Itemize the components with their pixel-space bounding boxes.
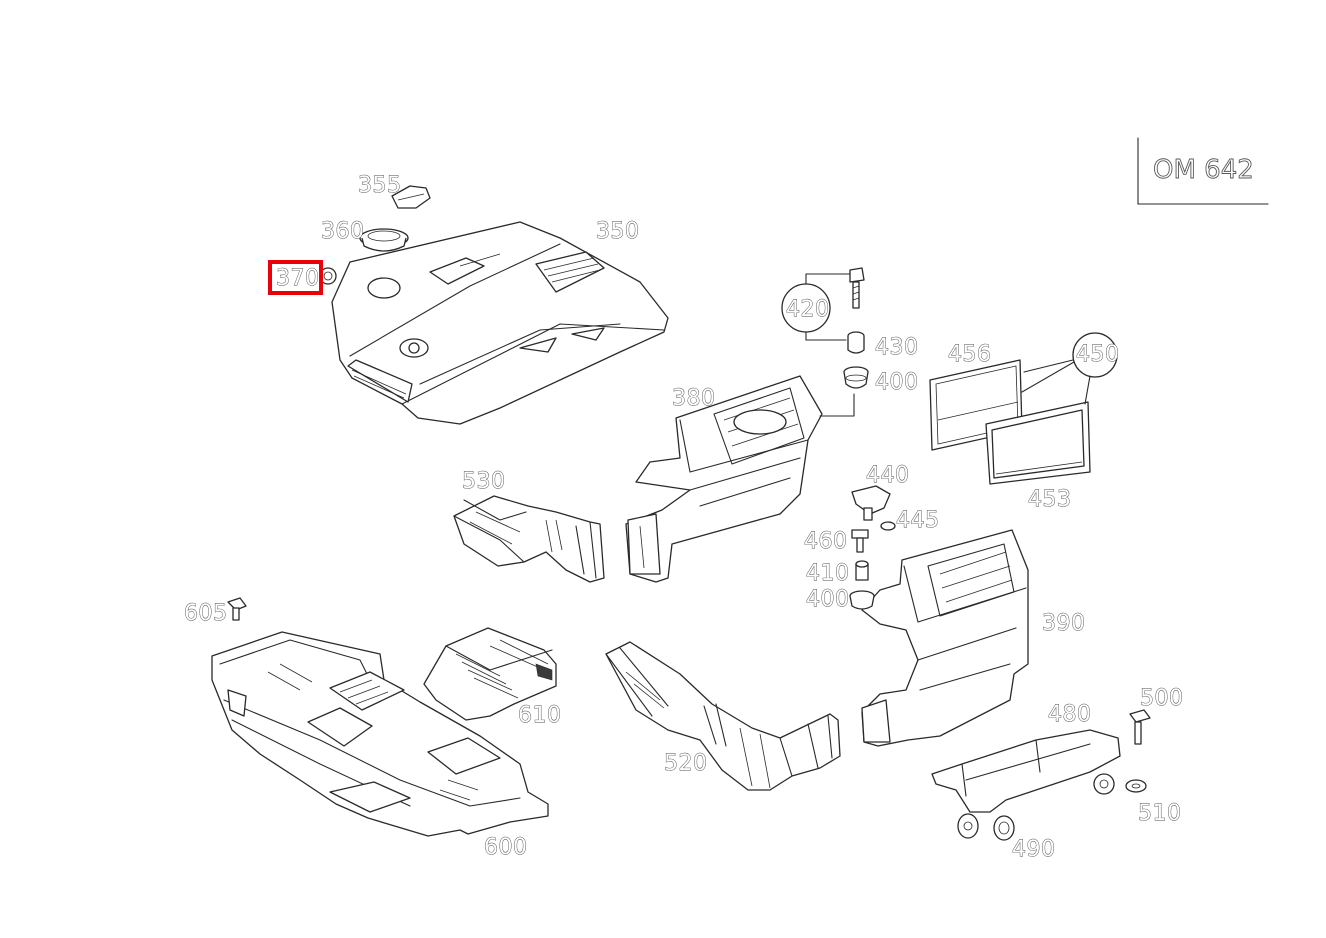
- label-460[interactable]: 460: [804, 529, 848, 555]
- rubber-mount-400-upper[interactable]: [819, 366, 869, 417]
- oil-cap-355[interactable]: [391, 185, 431, 209]
- label-490[interactable]: 490: [1012, 837, 1056, 863]
- label-380[interactable]: 380: [672, 386, 716, 412]
- label-480[interactable]: 480: [1048, 702, 1092, 728]
- label-370[interactable]: 370: [276, 266, 320, 292]
- label-350[interactable]: 350: [596, 219, 640, 245]
- label-520[interactable]: 520: [664, 751, 708, 777]
- engine-code: OM 642: [1153, 155, 1254, 185]
- label-456[interactable]: 456: [948, 342, 992, 368]
- label-355[interactable]: 355: [358, 173, 402, 199]
- highlight-box: [268, 260, 323, 295]
- grommet-490[interactable]: [993, 815, 1015, 841]
- spacer-410[interactable]: [855, 560, 869, 581]
- air-filter-housing-380[interactable]: [625, 375, 823, 583]
- sensor-440[interactable]: [851, 485, 891, 521]
- bolt-500[interactable]: [1129, 709, 1151, 745]
- bolt-460[interactable]: [851, 529, 869, 553]
- rubber-mount-400-lower[interactable]: [849, 590, 875, 610]
- label-610[interactable]: 610: [518, 703, 562, 729]
- label-450[interactable]: 450: [1076, 342, 1120, 368]
- label-360[interactable]: 360: [321, 219, 365, 245]
- intake-duct-530[interactable]: [453, 495, 605, 583]
- label-453[interactable]: 453: [1028, 487, 1072, 513]
- label-390[interactable]: 390: [1042, 611, 1086, 637]
- label-420[interactable]: 420: [786, 297, 830, 323]
- engine-code-box: OM 642: [1137, 137, 1269, 205]
- label-410[interactable]: 410: [806, 561, 850, 587]
- intake-duct-520[interactable]: [605, 641, 841, 791]
- label-400-upper[interactable]: 400: [875, 370, 919, 396]
- grommet-360[interactable]: [359, 228, 409, 252]
- label-445[interactable]: 445: [896, 508, 940, 534]
- filter-set-450[interactable]: [1021, 332, 1118, 405]
- o-ring-445[interactable]: [880, 521, 896, 531]
- label-605[interactable]: 605: [184, 601, 228, 627]
- washer-510[interactable]: [1125, 779, 1147, 793]
- bushing-430[interactable]: [847, 331, 865, 354]
- bracket-480[interactable]: [931, 729, 1121, 839]
- label-430[interactable]: 430: [875, 335, 919, 361]
- air-duct-panel-600[interactable]: [211, 631, 549, 837]
- bolt-group-420[interactable]: [781, 267, 865, 341]
- duct-610[interactable]: [423, 627, 557, 721]
- engine-cover-350[interactable]: [331, 221, 669, 425]
- label-510[interactable]: 510: [1138, 801, 1182, 827]
- label-500[interactable]: 500: [1140, 686, 1184, 712]
- label-440[interactable]: 440: [866, 463, 910, 489]
- label-400-lower[interactable]: 400: [806, 587, 850, 613]
- clip-605[interactable]: [227, 597, 247, 621]
- filter-element-453[interactable]: [985, 401, 1091, 485]
- air-filter-housing-390[interactable]: [861, 529, 1029, 747]
- label-530[interactable]: 530: [462, 469, 506, 495]
- label-600[interactable]: 600: [484, 835, 528, 861]
